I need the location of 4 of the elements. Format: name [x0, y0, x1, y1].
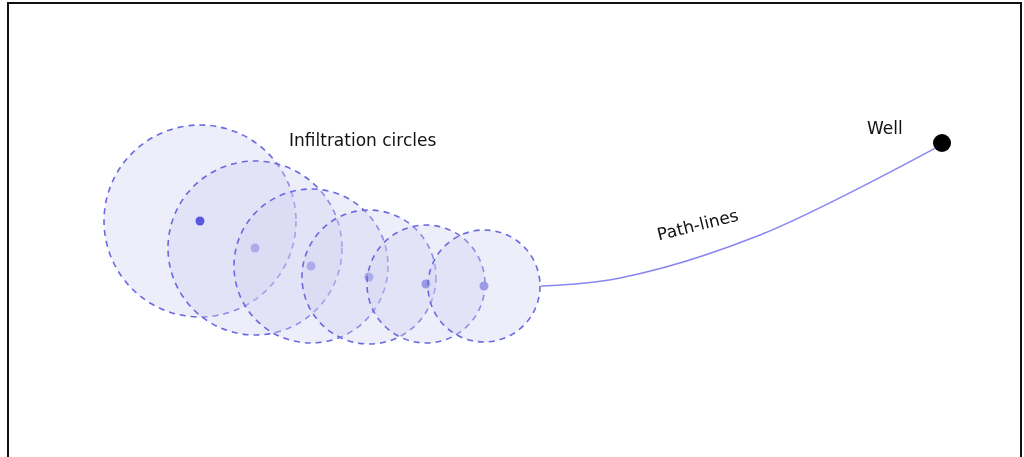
edge-label: Path-lines	[655, 204, 741, 245]
well-label: Well	[867, 118, 903, 138]
path-line	[540, 147, 936, 287]
annotation-label: Infiltration circles	[289, 130, 437, 150]
